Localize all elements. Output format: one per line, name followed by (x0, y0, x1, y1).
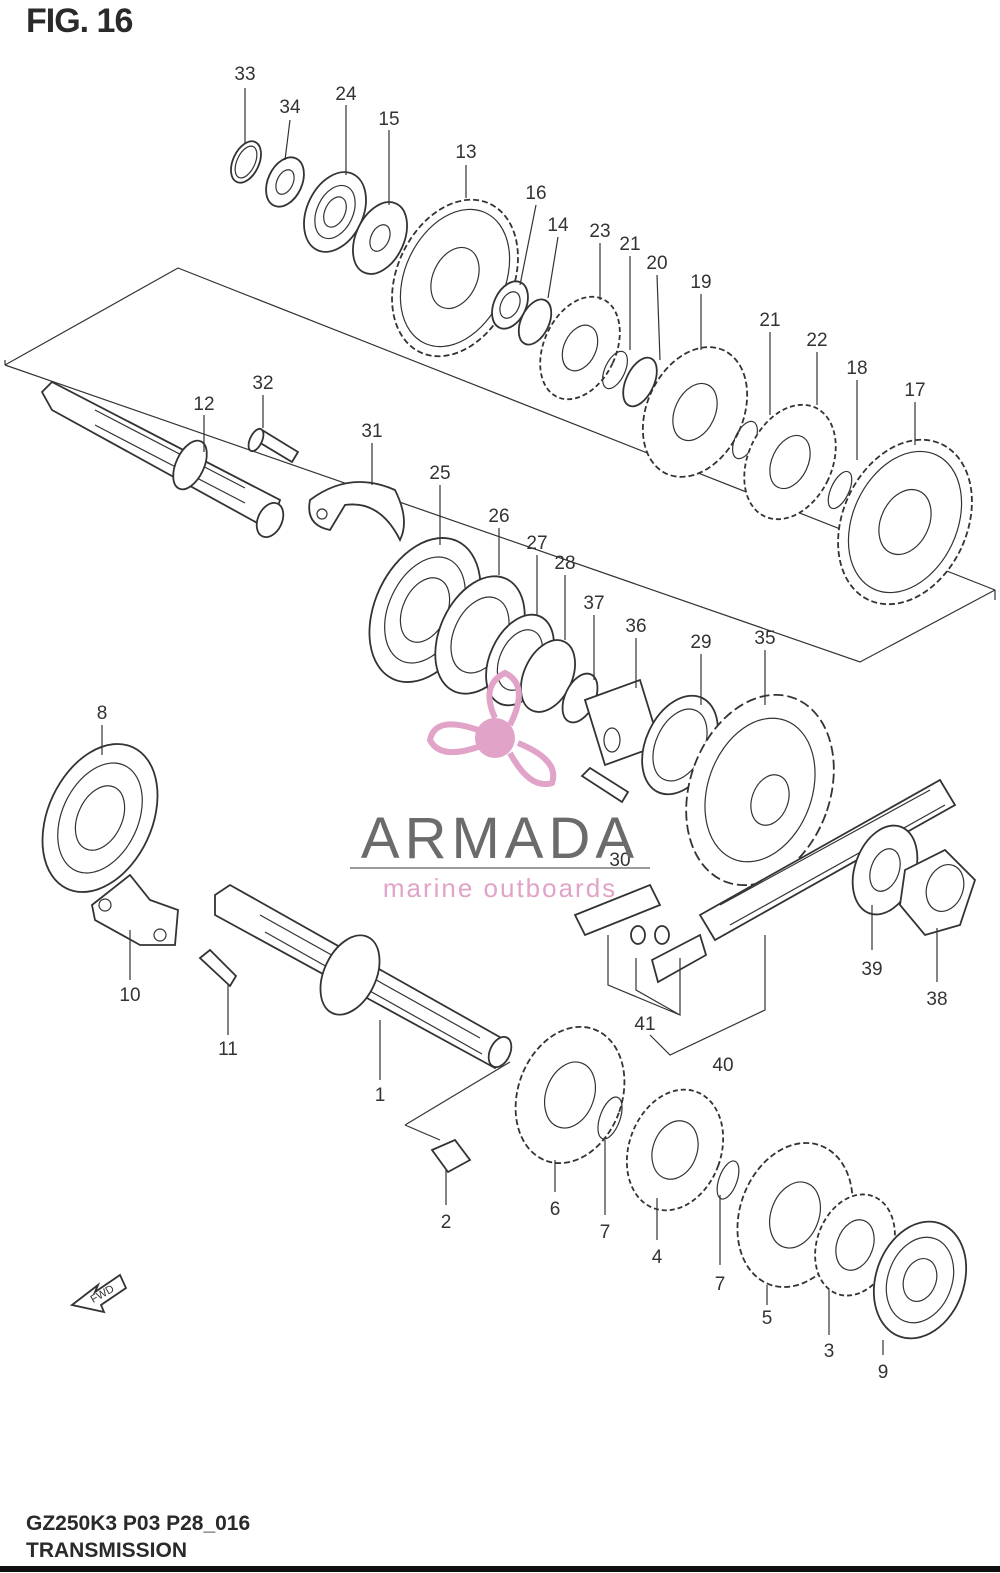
callout-6: 6 (550, 1199, 561, 1220)
callout-8: 8 (97, 703, 108, 724)
part-gear-19 (641, 346, 749, 478)
part-circlip-7b (716, 1160, 740, 1200)
callout-41: 41 (634, 1014, 655, 1035)
armada-watermark: ARMADA marine outboards (340, 665, 660, 915)
diagram-footer: GZ250K3 P03 P28_016 TRANSMISSION (26, 1510, 250, 1564)
callout-33: 33 (234, 64, 255, 85)
figure-title: FIG. 16 (26, 2, 133, 40)
part-nut-38 (899, 848, 977, 937)
part-bearing-8 (41, 743, 159, 893)
callout-29: 29 (690, 632, 711, 653)
part-washer-14 (517, 298, 553, 346)
part-gear-6 (514, 1025, 626, 1165)
callout-31: 31 (361, 421, 382, 442)
callout-30: 30 (609, 850, 630, 871)
callout-37: 37 (583, 593, 604, 614)
callout-26: 26 (488, 506, 509, 527)
callout-11: 11 (218, 1039, 238, 1060)
callout-17: 17 (904, 380, 925, 401)
callout-36: 36 (625, 616, 646, 637)
callout-18: 18 (846, 358, 867, 379)
callout-19: 19 (690, 272, 711, 293)
callout-25: 25 (429, 463, 450, 484)
bottom-rule (0, 1566, 1000, 1572)
callout-40: 40 (712, 1055, 733, 1076)
callout-7a: 7 (600, 1222, 611, 1243)
part-stopper-31 (308, 481, 405, 543)
part-washer-34 (265, 156, 305, 208)
watermark-brand: ARMADA (360, 806, 640, 871)
callout-32: 32 (252, 373, 273, 394)
callout-7b: 7 (715, 1274, 726, 1295)
callout-38: 38 (926, 989, 947, 1010)
callout-labels: 33 34 24 15 13 16 14 23 21 20 19 21 22 1… (97, 64, 948, 1383)
part-bearing-24 (303, 171, 367, 253)
callout-13: 13 (455, 142, 476, 163)
callout-4: 4 (652, 1247, 663, 1268)
part-washer-20 (622, 356, 658, 408)
part-circlip-33 (230, 140, 262, 184)
part-sprocket-35 (685, 693, 835, 887)
callout-22: 22 (806, 330, 827, 351)
part-circlip-21a (602, 350, 628, 390)
callout-15: 15 (378, 109, 399, 130)
callout-20: 20 (646, 253, 667, 274)
part-circlip-18 (827, 470, 853, 510)
fwd-arrow-icon: FWD (69, 1273, 128, 1314)
part-screw-11 (198, 948, 238, 988)
callout-16: 16 (525, 183, 546, 204)
part-driveshaft-1 (214, 883, 513, 1070)
callout-34: 34 (279, 97, 301, 118)
callout-2: 2 (441, 1212, 452, 1233)
part-bushing-2 (430, 1138, 472, 1174)
callout-28: 28 (554, 553, 575, 574)
callout-12: 12 (193, 394, 214, 415)
part-countershaft-12 (40, 380, 285, 538)
callout-39: 39 (861, 959, 882, 980)
propeller-logo-icon (426, 669, 557, 788)
callout-21b: 21 (759, 310, 780, 331)
callout-23: 23 (589, 221, 610, 242)
watermark-tagline: marine outboards (382, 873, 618, 903)
leader-lines (101, 88, 938, 1355)
callout-5: 5 (762, 1308, 773, 1329)
part-retainer-10 (91, 873, 179, 946)
part-gear-23 (539, 295, 621, 401)
callout-3: 3 (824, 1341, 835, 1362)
callout-1: 1 (375, 1085, 386, 1106)
callout-24: 24 (335, 84, 357, 105)
part-joint-30 (573, 883, 708, 984)
callout-10: 10 (119, 985, 140, 1006)
part-gear-17 (837, 438, 973, 606)
watermark-divider (350, 867, 650, 869)
part-washer-15 (352, 201, 408, 275)
callout-21a: 21 (619, 234, 640, 255)
callout-27: 27 (526, 533, 547, 554)
part-bearing-9 (872, 1220, 968, 1340)
part-gear-4 (625, 1088, 725, 1212)
part-chain-40 (698, 778, 957, 942)
callout-9: 9 (878, 1362, 889, 1383)
countershaft-group-frame (4, 267, 996, 663)
callout-35: 35 (754, 628, 775, 649)
part-gear-22 (743, 403, 837, 521)
model-code: GZ250K3 P03 P28_016 (26, 1512, 251, 1535)
callout-14: 14 (547, 215, 569, 236)
section-name: TRANSMISSION (26, 1539, 188, 1562)
part-screw-sprocket (580, 766, 630, 804)
part-circlip-7a (597, 1096, 623, 1140)
part-screw-32 (247, 427, 300, 464)
